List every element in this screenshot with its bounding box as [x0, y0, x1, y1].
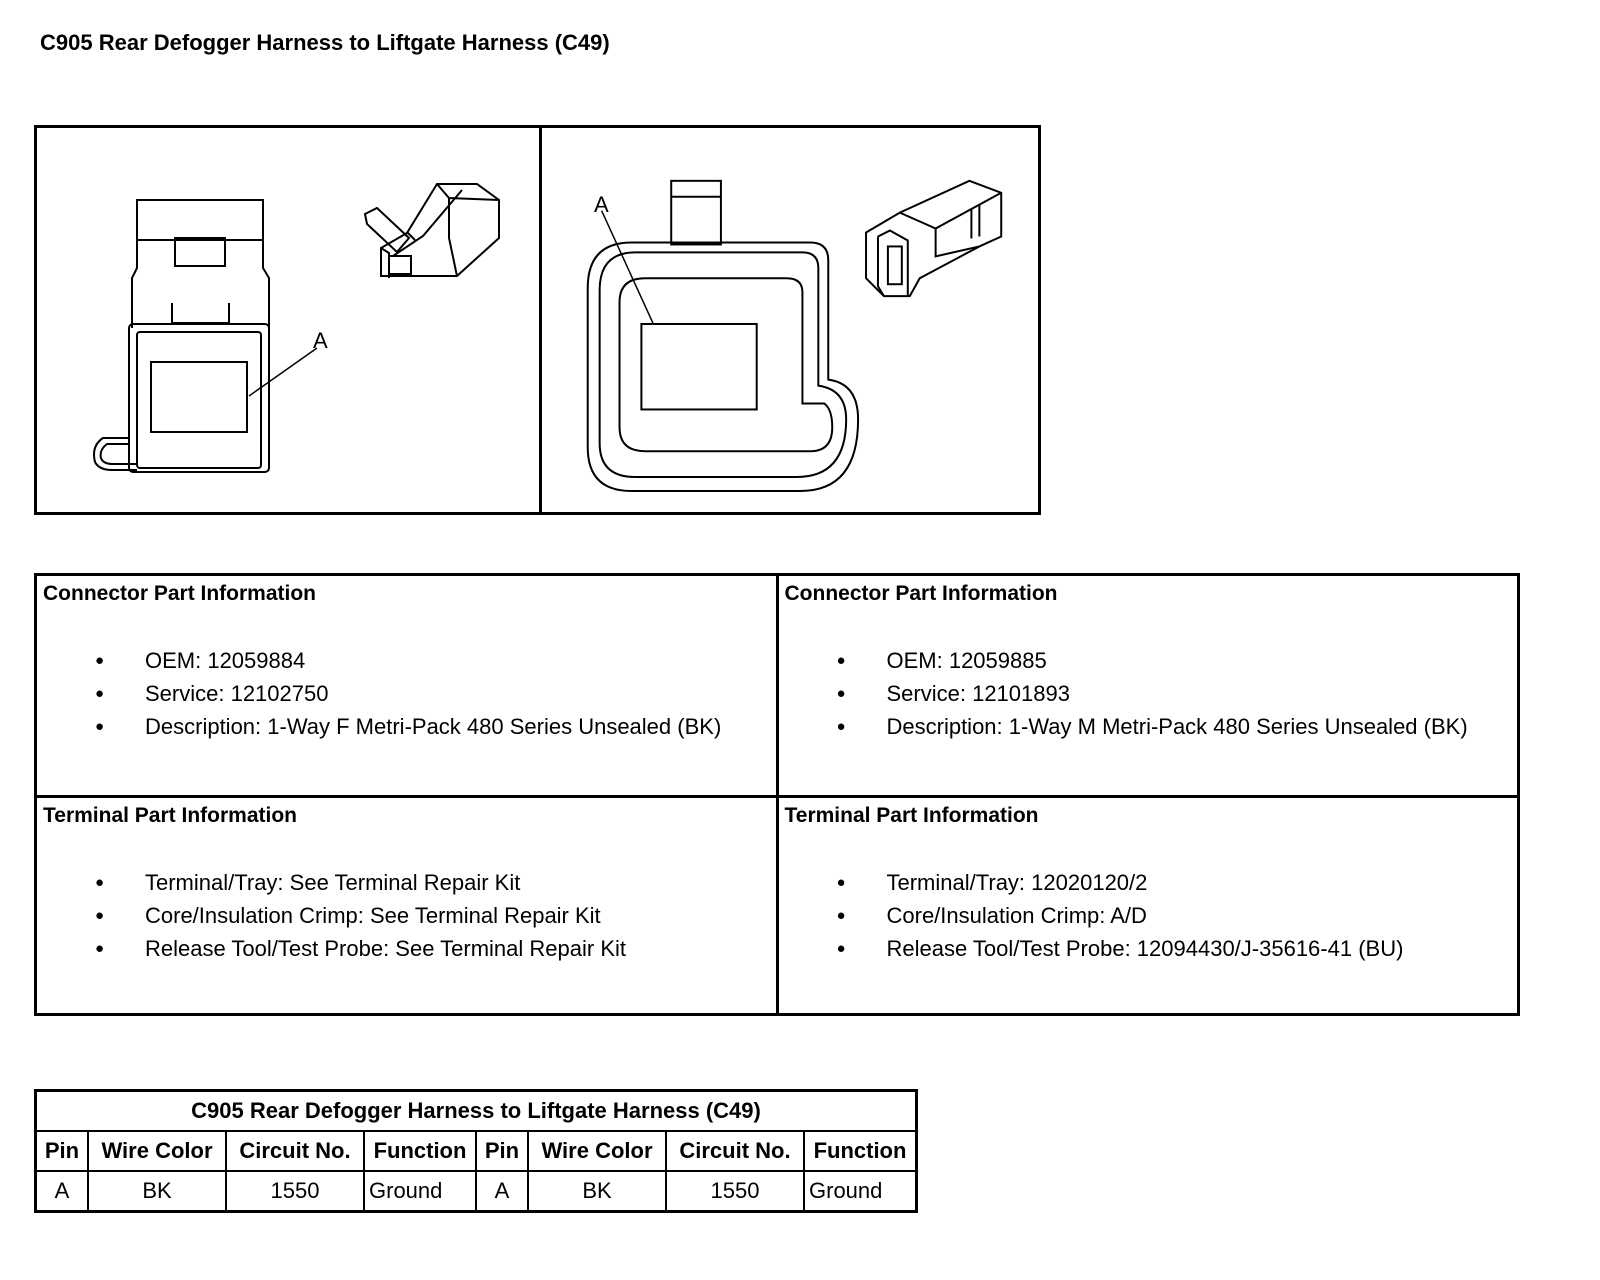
- pin-table: C905 Rear Defogger Harness to Liftgate H…: [34, 1089, 918, 1213]
- connector-figure: A A: [34, 125, 1041, 515]
- terminal-info-right: Terminal Part Information Terminal/Tray:…: [775, 795, 1520, 1016]
- list-item: Release Tool/Test Probe: 12094430/J-3561…: [837, 934, 1512, 964]
- terminal-info-left: Terminal Part Information Terminal/Tray:…: [34, 795, 779, 1016]
- list-item: OEM: 12059885: [837, 646, 1512, 676]
- list-item: Terminal/Tray: See Terminal Repair Kit: [95, 868, 770, 898]
- connector-info-left: Connector Part Information OEM: 12059884…: [34, 573, 779, 798]
- pin-table-caption: C905 Rear Defogger Harness to Liftgate H…: [34, 1089, 918, 1132]
- connector-info-heading: Connector Part Information: [43, 582, 317, 605]
- list-item: Description: 1-Way M Metri-Pack 480 Seri…: [837, 712, 1512, 742]
- part-info-table: Connector Part Information OEM: 12059884…: [34, 573, 1520, 1016]
- list-item: Terminal/Tray: 12020120/2: [837, 868, 1512, 898]
- female-connector-panel: A: [37, 128, 542, 512]
- male-connector-drawing: [586, 179, 1003, 492]
- column-header: Wire Color: [87, 1130, 227, 1172]
- connector-info-right: Connector Part Information OEM: 12059885…: [775, 573, 1520, 798]
- female-connector-drawing: [93, 183, 500, 473]
- table-row: A BK 1550 Ground A BK 1550 Ground: [34, 1170, 918, 1213]
- male-connector-panel: A: [542, 128, 1038, 512]
- table-cell: BK: [527, 1170, 667, 1213]
- list-item: Description: 1-Way F Metri-Pack 480 Seri…: [95, 712, 770, 742]
- table-cell: 1550: [665, 1170, 805, 1213]
- list-item: Core/Insulation Crimp: See Terminal Repa…: [95, 901, 770, 931]
- table-cell: 1550: [225, 1170, 365, 1213]
- page-title: C905 Rear Defogger Harness to Liftgate H…: [40, 30, 610, 55]
- list-item: OEM: 12059884: [95, 646, 770, 676]
- terminal-info-heading: Terminal Part Information: [43, 804, 297, 827]
- column-header: Circuit No.: [225, 1130, 365, 1172]
- column-header: Wire Color: [527, 1130, 667, 1172]
- list-item: Service: 12101893: [837, 679, 1512, 709]
- column-header: Circuit No.: [665, 1130, 805, 1172]
- callout-a-right: A: [594, 192, 609, 217]
- table-cell: Ground: [363, 1170, 477, 1213]
- table-cell: A: [34, 1170, 89, 1213]
- column-header: Function: [803, 1130, 918, 1172]
- table-cell: BK: [87, 1170, 227, 1213]
- list-item: Release Tool/Test Probe: See Terminal Re…: [95, 934, 770, 964]
- connector-info-heading: Connector Part Information: [784, 582, 1058, 605]
- callout-a-left: A: [313, 328, 328, 353]
- table-cell: A: [475, 1170, 529, 1213]
- table-cell: Ground: [803, 1170, 918, 1213]
- list-item: Core/Insulation Crimp: A/D: [837, 901, 1512, 931]
- terminal-info-heading: Terminal Part Information: [784, 804, 1039, 827]
- column-header: Function: [363, 1130, 477, 1172]
- column-header: Pin: [34, 1130, 89, 1172]
- column-header: Pin: [475, 1130, 529, 1172]
- pin-table-header-row: Pin Wire Color Circuit No. Function Pin …: [34, 1130, 918, 1172]
- list-item: Service: 12102750: [95, 679, 770, 709]
